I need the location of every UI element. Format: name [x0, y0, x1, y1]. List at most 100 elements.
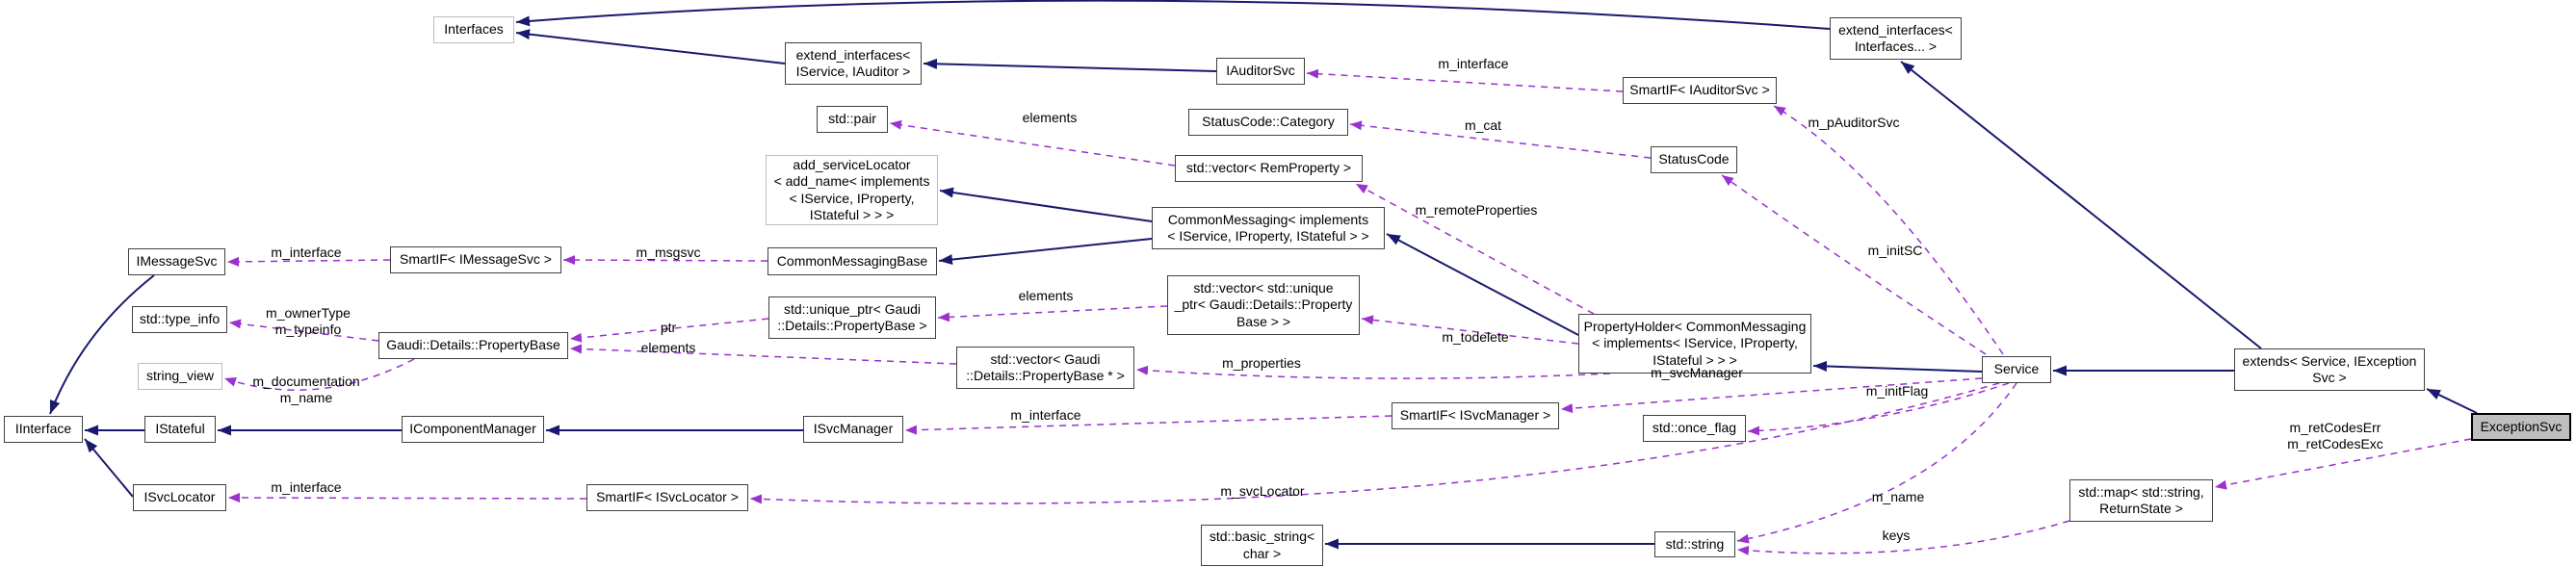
usage-edge — [569, 318, 769, 343]
node-extend-interfaces-iservice-iauditor[interactable]: extend_interfaces<IService, IAuditor > — [785, 42, 922, 85]
usage-edge — [569, 344, 957, 365]
edge-label: m_interface — [271, 479, 342, 495]
node-icomponentmanager[interactable]: IComponentManager — [402, 416, 544, 443]
node-label: std::vector< RemProperty > — [1185, 160, 1352, 176]
node-vector-unique-ptr-propertybase[interactable]: std::vector< std::unique_ptr< Gaudi::Det… — [1167, 275, 1360, 335]
node-label: extend_interfaces< — [795, 46, 911, 63]
node-iinterface[interactable]: IInterface — [4, 416, 83, 443]
node-gaudi-details-propertybase[interactable]: Gaudi::Details::PropertyBase — [378, 332, 568, 359]
node-smartif-isvclocator[interactable]: SmartIF< ISvcLocator > — [586, 484, 748, 511]
node-label: std::unique_ptr< Gaudi — [783, 300, 922, 317]
edge-label: m_cat — [1464, 117, 1502, 133]
node-interfaces[interactable]: Interfaces — [433, 16, 514, 43]
node-label: IService, IAuditor > — [795, 64, 911, 79]
node-smartif-iauditorsvc[interactable]: SmartIF< IAuditorSvc > — [1623, 77, 1777, 104]
node-extend-interfaces-interfaces[interactable]: extend_interfaces<Interfaces... > — [1830, 17, 1962, 60]
node-label: < implements< IService, IProperty, — [1592, 335, 1798, 351]
node-propertyholder-commonmessaging[interactable]: PropertyHolder< CommonMessaging< impleme… — [1578, 314, 1811, 374]
inheritance-edge — [515, 0, 1831, 30]
inheritance-edge — [923, 58, 1217, 72]
edge-label: elements — [1018, 288, 1074, 303]
edge-label: m_documentation — [252, 374, 360, 389]
node-label: extend_interfaces< — [1838, 21, 1953, 38]
usage-edge — [1361, 315, 1579, 345]
node-label: CommonMessaging< implements — [1167, 211, 1369, 227]
inheritance-edge — [515, 29, 786, 64]
usage-edge — [1736, 520, 2070, 555]
inheritance-edge — [1900, 61, 2262, 349]
node-commonmessaging[interactable]: CommonMessaging< implements< IService, I… — [1152, 207, 1385, 249]
node-label: ::Details::PropertyBase > — [777, 318, 927, 333]
node-statuscode-category[interactable]: StatusCode::Category — [1188, 109, 1348, 136]
edge-label: m_retCodesErr — [2289, 420, 2381, 435]
node-isvclocator[interactable]: ISvcLocator — [133, 484, 226, 511]
node-label: Interfaces... > — [1854, 39, 1938, 54]
edge-label: m_svcLocator — [1220, 483, 1305, 499]
inheritance-edge — [84, 438, 134, 498]
usage-edge — [749, 382, 2000, 504]
usage-edge — [223, 358, 415, 391]
node-smartif-imessagesvc[interactable]: SmartIF< IMessageSvc > — [390, 246, 561, 273]
node-std-basic-string-char[interactable]: std::basic_string<char > — [1201, 525, 1323, 566]
usage-edge — [1349, 120, 1652, 159]
node-label: SmartIF< IMessageSvc > — [400, 251, 552, 268]
node-label: IAuditorSvc — [1226, 63, 1295, 79]
node-imessagesvc[interactable]: IMessageSvc — [128, 248, 225, 275]
inheritance-edge — [2426, 388, 2478, 414]
edge-label: keys — [1882, 528, 1911, 543]
inheritance-edge — [1386, 233, 1579, 336]
node-commonmessagingbase[interactable]: CommonMessagingBase — [768, 247, 937, 275]
usage-edge — [889, 119, 1176, 167]
node-service[interactable]: Service — [1982, 356, 2051, 383]
edge-label: m_interface — [1010, 407, 1081, 423]
node-label: _ptr< Gaudi::Details::Property — [1174, 296, 1353, 313]
node-istateful[interactable]: IStateful — [144, 416, 216, 443]
node-label: ::Details::PropertyBase * > — [966, 368, 1125, 383]
usage-edge — [2214, 438, 2472, 490]
node-label: CommonMessagingBase — [776, 252, 928, 269]
edge-label: m_interface — [1438, 56, 1509, 71]
node-label: IStateful > > > — [809, 206, 895, 222]
usage-edge — [1773, 105, 2004, 355]
inheritance-edge — [49, 274, 155, 415]
edge-label: elements — [1022, 110, 1078, 125]
node-add-servicelocator[interactable]: add_serviceLocator< add_name< implements… — [766, 155, 938, 225]
node-label: Base > > — [1236, 313, 1291, 329]
node-std-unique-ptr-propertybase[interactable]: std::unique_ptr< Gaudi::Details::Propert… — [768, 296, 936, 339]
node-label: < IService, IProperty, IStateful > > — [1167, 228, 1369, 244]
node-iauditorsvc[interactable]: IAuditorSvc — [1216, 58, 1305, 85]
node-label: Service — [1993, 361, 2040, 377]
node-label: SmartIF< ISvcLocator > — [596, 489, 739, 505]
node-isvcmanager[interactable]: ISvcManager — [803, 416, 903, 443]
usage-edge — [1721, 174, 1987, 355]
node-label: StatusCode — [1658, 151, 1730, 168]
node-std-map-string-returnstate[interactable]: std::map< std::string,ReturnState > — [2069, 479, 2213, 522]
usage-edge — [227, 493, 587, 503]
usage-edge — [1306, 68, 1624, 92]
node-label: string_view — [145, 368, 215, 384]
node-label: std::vector< std::unique — [1193, 280, 1334, 296]
node-label: StatusCode::Category — [1202, 114, 1335, 130]
node-statuscode[interactable]: StatusCode — [1651, 146, 1737, 173]
node-label: IStateful > > > — [1652, 351, 1737, 368]
node-label: IComponentManager — [409, 421, 536, 437]
edge-label: m_typeinfo — [274, 322, 342, 337]
node-label: IStateful — [155, 421, 205, 437]
node-label: ExceptionSvc — [2480, 418, 2563, 434]
edge-label: m_initFlag — [1865, 383, 1929, 399]
inheritance-edge — [1812, 360, 1983, 373]
node-std-string[interactable]: std::string — [1654, 531, 1735, 557]
node-label: ISvcManager — [813, 421, 894, 437]
node-smartif-isvcmanager[interactable]: SmartIF< ISvcManager > — [1392, 402, 1559, 429]
node-std-pair[interactable]: std::pair — [817, 106, 888, 133]
usage-edge — [937, 305, 1168, 322]
node-exceptionsvc[interactable]: ExceptionSvc — [2471, 413, 2571, 441]
node-std-type-info[interactable]: std::type_info — [132, 306, 227, 333]
node-std-once-flag[interactable]: std::once_flag — [1643, 415, 1746, 442]
node-vector-remproperty[interactable]: std::vector< RemProperty > — [1175, 155, 1363, 182]
node-label: std::type_info — [139, 311, 221, 327]
node-string-view[interactable]: string_view — [138, 363, 222, 390]
node-vector-propertybase-ptr[interactable]: std::vector< Gaudi::Details::PropertyBas… — [956, 347, 1134, 389]
node-label: SmartIF< IAuditorSvc > — [1629, 82, 1770, 98]
